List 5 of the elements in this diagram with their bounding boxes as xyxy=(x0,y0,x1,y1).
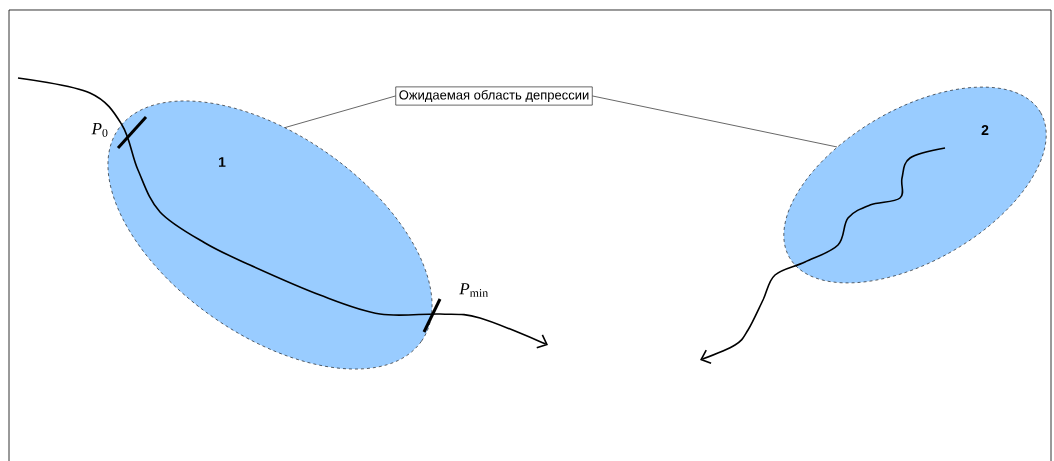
depression-area: 2 xyxy=(783,86,1047,284)
leader-line xyxy=(284,95,396,128)
leader-line xyxy=(592,95,838,148)
point-label: P$_{min}$ xyxy=(459,283,489,297)
callout-box: Ожидаемая область депрессии xyxy=(395,86,593,106)
